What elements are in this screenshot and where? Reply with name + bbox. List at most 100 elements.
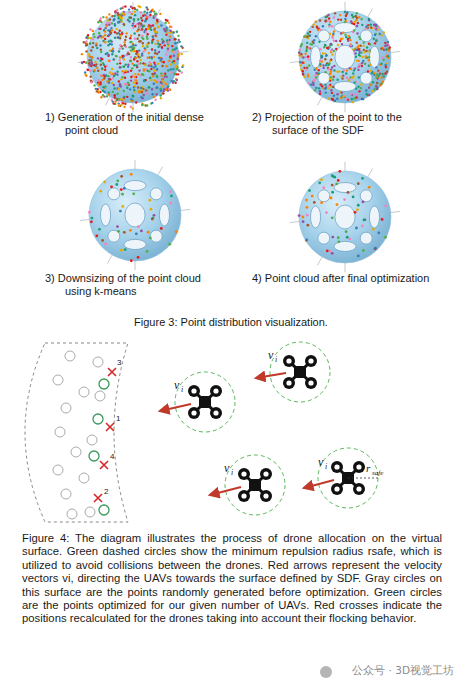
point-sample	[307, 32, 309, 34]
point-sample	[154, 72, 156, 74]
point-sample	[356, 41, 358, 43]
point-sample	[301, 43, 303, 45]
point-sample	[146, 33, 148, 35]
point-sample	[130, 6, 132, 8]
point-sample	[100, 64, 102, 66]
point-sample	[95, 44, 97, 46]
point-sample	[111, 15, 113, 17]
point-sample	[165, 27, 167, 29]
point-sample	[150, 25, 152, 27]
repulsion-radius	[318, 448, 378, 508]
point-sample	[331, 184, 334, 187]
point-sample	[132, 50, 134, 52]
random-point	[71, 447, 81, 457]
point-sample	[370, 23, 372, 25]
point-sample	[375, 25, 377, 27]
point-sample	[106, 95, 108, 97]
point-sample	[327, 68, 329, 70]
point-sample	[153, 10, 155, 12]
point-sample	[372, 81, 374, 83]
point-sample	[132, 107, 134, 109]
drone	[270, 342, 330, 402]
point-sample	[93, 70, 95, 72]
point-sample	[151, 48, 153, 50]
point-sample	[374, 24, 376, 26]
point-sample	[301, 61, 303, 63]
point-sample	[140, 96, 142, 98]
point-sample	[133, 76, 135, 78]
sphere-hole	[360, 72, 372, 84]
point-sample	[172, 68, 174, 70]
repulsion-radius	[270, 342, 330, 402]
point-sample	[345, 36, 347, 38]
point-sample	[170, 63, 172, 65]
point-sample	[123, 96, 125, 98]
point-sample	[162, 40, 164, 42]
point-sample	[132, 27, 134, 29]
drone-body	[249, 479, 261, 491]
point-sample	[335, 183, 338, 186]
point-sample	[325, 55, 327, 57]
point-sample	[373, 38, 375, 40]
random-point	[95, 391, 105, 401]
point-sample	[322, 186, 325, 189]
point-sample	[141, 73, 143, 75]
point-sample	[153, 96, 155, 98]
point-sample	[117, 13, 119, 15]
point-sample	[124, 64, 126, 66]
point-sample	[119, 29, 121, 31]
point-sample	[172, 82, 174, 84]
point-sample	[132, 22, 134, 24]
point-sample	[153, 70, 155, 72]
point-sample	[138, 63, 140, 65]
sphere-hole	[334, 183, 356, 193]
point-sample	[108, 91, 110, 93]
sphere-hole	[360, 232, 372, 244]
point-sample	[346, 69, 348, 71]
point-sample	[376, 77, 378, 79]
point-sample	[118, 104, 120, 106]
point-sample	[123, 106, 125, 108]
point-sample	[165, 89, 167, 91]
point-sample	[157, 63, 159, 65]
point-sample	[377, 231, 380, 234]
point-sample	[169, 35, 171, 37]
point-sample	[130, 79, 132, 81]
point-sample	[98, 228, 101, 231]
point-sample	[317, 72, 319, 74]
point-sample	[131, 67, 133, 69]
point-sample	[137, 256, 140, 259]
point-sample	[167, 42, 169, 44]
point-sample	[376, 82, 378, 84]
point-sample	[148, 64, 150, 66]
point-sample	[307, 55, 309, 57]
sphere-hole	[318, 232, 330, 244]
point-sample	[88, 59, 90, 61]
point-sample	[96, 67, 98, 69]
point-sample	[302, 73, 304, 75]
point-sample	[370, 26, 372, 28]
point-sample	[337, 236, 340, 239]
point-sample	[305, 56, 307, 58]
point-sample	[104, 27, 106, 29]
point-sample	[376, 76, 378, 78]
point-sample	[140, 230, 143, 233]
point-sample	[147, 57, 149, 59]
point-sample	[329, 72, 331, 74]
velocity-subscript: i	[275, 355, 277, 365]
velocity-arrow	[160, 404, 191, 411]
point-sample	[325, 20, 327, 22]
point-sample	[119, 66, 121, 68]
sdf-sphere	[299, 171, 391, 263]
point-sample	[315, 21, 317, 23]
point-sample	[145, 28, 147, 30]
point-sample	[174, 38, 176, 40]
point-sample	[99, 44, 101, 46]
point-sample	[102, 94, 104, 96]
point-sample	[304, 52, 306, 54]
random-point	[53, 465, 63, 475]
point-sample	[117, 36, 119, 38]
point-sample	[147, 231, 150, 234]
point-sample	[98, 28, 100, 30]
drone	[318, 448, 378, 508]
